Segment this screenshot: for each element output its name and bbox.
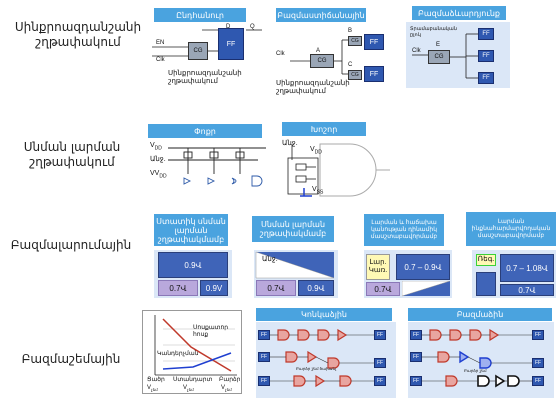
mt-cascade-panel: FF FF FF FF FF FF Բարձր շեմ ծախսել bbox=[256, 322, 396, 398]
mv-dvfs-left: 0.7Վ bbox=[366, 282, 400, 296]
mv-avs-panel: Ռեգ. 0.7 – 1.08Վ 0.7Վ bbox=[472, 250, 556, 298]
graph-x-high: Բարձր bbox=[219, 377, 241, 383]
a-label: A bbox=[316, 48, 321, 54]
cg-block: CG bbox=[188, 42, 208, 60]
mt-cascade-ff-6: FF bbox=[374, 376, 386, 386]
cg-block-b: CG bbox=[348, 36, 362, 46]
power-gating-coarse-diagram: Անջ. VDD VSS bbox=[282, 138, 394, 200]
ff-block-3a: FF bbox=[478, 28, 494, 40]
mt-multi-caption: Բարձր շեմ bbox=[464, 368, 487, 373]
clock-gating-general-diagram: D Q EN Clk CG FF Սինքրոազդանշանի շղթափակ… bbox=[150, 24, 268, 104]
cg-block-3: CG bbox=[428, 50, 450, 64]
clk-label-2: Clk bbox=[276, 51, 285, 57]
mt-multi-ff-6: FF bbox=[532, 376, 544, 386]
graph-x-low: Ցածր bbox=[147, 377, 165, 383]
mv-dvfs-panel: Լար.Կառ. 0.7 – 0.9Վ 0.7Վ bbox=[364, 250, 452, 298]
graph-delay-label: Կանդերչման bbox=[157, 351, 199, 357]
graph-vt-high: Vչեմ bbox=[221, 385, 232, 393]
row-label-power-gating: Սնման լարման շղթափակում bbox=[23, 140, 121, 169]
graph-x-mid: Ստանդարտ bbox=[173, 377, 213, 383]
header-multistage: Բազմաստիճանային bbox=[276, 8, 366, 22]
mt-multi-ff-1: FF bbox=[410, 330, 422, 340]
clk-label-3: Clk bbox=[412, 48, 421, 54]
caption-clock-gating-2: Սինքրոազդանշանի շղթափակում bbox=[276, 80, 350, 95]
vvdd-label: VVDD bbox=[150, 170, 167, 180]
mt-multi-panel: FF FF FF FF FF FF Բարձր շեմ bbox=[408, 322, 554, 398]
caption-clock-gating-1: Սինքրոազդանշանի շղթափակում bbox=[168, 70, 242, 85]
clock-gating-multistage-diagram: Clk A B C CG CG CG FF FF Սինքրոազդանշանի… bbox=[276, 24, 388, 108]
mv-gating-panel: Անջ. 0.7Վ 0.9Վ bbox=[254, 250, 338, 298]
vdd-label-1: VDD bbox=[150, 142, 162, 152]
mt-cascade-caption: Բարձր շեմ ծախսել bbox=[296, 366, 337, 371]
header-avs: Լարման ինքնահարմարվողական մասշտաբավորմամ… bbox=[466, 212, 556, 246]
mv-static-panel: 0.9Վ 0.7Վ 0.9V bbox=[154, 250, 232, 298]
graph-vt-mid: Vչեմ bbox=[183, 385, 194, 393]
graph-vt-low: Vչեմ bbox=[147, 385, 158, 393]
e-label: E bbox=[436, 42, 441, 48]
d-label: D bbox=[226, 24, 231, 30]
mv-avs-val: 0.7Վ bbox=[500, 284, 554, 296]
header-static-voltage: Ստատիկ սնման լարման շղթափակմամբ bbox=[154, 214, 228, 246]
mt-cascade-ff-1: FF bbox=[258, 330, 270, 340]
header-general: Ընդհանուր bbox=[154, 8, 246, 22]
mt-graph: Սոսքատոր հոսք Կանդերչման Ցածր Ստանդարտ Բ… bbox=[142, 310, 242, 394]
vdd-label-2: VDD bbox=[310, 146, 322, 156]
header-voltage-gating: Սնման լարման շղթափակմամբ bbox=[252, 216, 334, 242]
sleep-label-2: Անջ. bbox=[282, 140, 298, 147]
header-cascade: Կոնկաձյին bbox=[256, 308, 392, 321]
mt-multi-ff-5: FF bbox=[532, 358, 544, 368]
logic-block-label: Տրամաբանական ըլոկ bbox=[410, 26, 457, 38]
clock-gating-multiform-diagram: Տրամաբանական ըլոկ E Clk CG FF FF FF bbox=[406, 22, 510, 88]
cg-block-a: CG bbox=[310, 54, 334, 68]
mt-cascade-ff-5: FF bbox=[374, 358, 386, 368]
sleep-label-1: Անջ. bbox=[150, 156, 166, 163]
header-dvfs: Լարման և հաճախա կանության դինամիկ մասշտա… bbox=[364, 214, 444, 246]
mv-gating-off: Անջ. bbox=[262, 256, 278, 263]
row-label-multi-voltage: Բազմալարումային bbox=[10, 238, 132, 252]
b-label: B bbox=[348, 28, 353, 34]
mt-cascade-ff-4: FF bbox=[374, 330, 386, 340]
ff-block-b: FF bbox=[364, 34, 384, 50]
header-fine-grain: Փոքր bbox=[148, 124, 262, 138]
mv-gating-right: 0.9Վ bbox=[298, 280, 334, 296]
mv-static-left: 0.7Վ bbox=[158, 280, 198, 296]
q-label: Q bbox=[250, 24, 255, 30]
ff-block-3c: FF bbox=[478, 72, 494, 84]
mv-gating-left: 0.7Վ bbox=[256, 280, 296, 296]
ff-block: FF bbox=[218, 28, 244, 60]
header-multi-vt: Բազմաձին bbox=[408, 308, 552, 321]
mt-multi-ff-2: FF bbox=[410, 352, 422, 362]
en-label: EN bbox=[156, 40, 165, 46]
mv-dvfs-onoff: Լար.Կառ. bbox=[366, 254, 390, 280]
mv-avs-left bbox=[476, 272, 496, 296]
mv-dvfs-range: 0.7 – 0.9Վ bbox=[396, 254, 450, 280]
mv-static-big: 0.9Վ bbox=[158, 252, 228, 278]
ff-block-3b: FF bbox=[478, 50, 494, 62]
mv-avs-reg: Ռեգ. bbox=[476, 254, 496, 266]
power-gating-fine-diagram: VDD Անջ. VVDD bbox=[148, 140, 272, 196]
header-multiform: Բազմաձևարդյունք bbox=[412, 6, 506, 20]
c-label: C bbox=[348, 62, 353, 68]
ff-block-c: FF bbox=[364, 66, 384, 82]
clk-label: Clk bbox=[156, 57, 165, 63]
header-coarse-grain: Խոշոր bbox=[282, 122, 366, 136]
vss-label: VSS bbox=[312, 186, 324, 196]
mt-multi-ff-4: FF bbox=[532, 330, 544, 340]
mt-cascade-ff-2: FF bbox=[258, 352, 270, 362]
row-label-clock-gating: Սինքրոազդանշանի շղթափակում bbox=[14, 20, 142, 49]
mt-multi-ff-3: FF bbox=[410, 376, 422, 386]
cg-block-c: CG bbox=[348, 70, 362, 80]
mt-cascade-ff-3: FF bbox=[258, 376, 270, 386]
graph-leak-label: Սոսքատոր հոսք bbox=[193, 325, 229, 338]
row-label-multi-threshold: Բազմաշեմային bbox=[21, 352, 121, 366]
mv-avs-range: 0.7 – 1.08Վ bbox=[500, 254, 554, 282]
mv-static-right: 0.9V bbox=[200, 280, 228, 296]
